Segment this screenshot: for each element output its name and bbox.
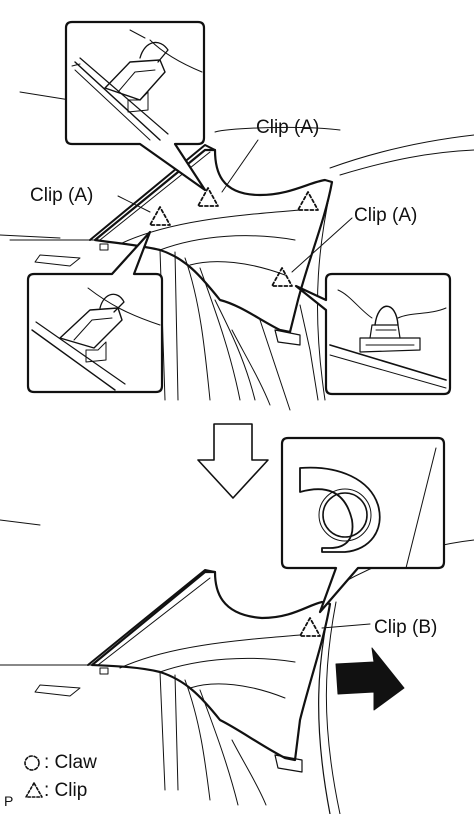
label-clip-a-right: Clip (A) [354,205,418,226]
callout-detail-right [294,272,452,396]
upper-panel-illustration [0,91,474,411]
clip-symbol [297,191,319,211]
legend-symbols [24,755,43,798]
clip-symbol [149,206,171,226]
label-clip-b: Clip (B) [374,617,438,638]
clip-symbols-upper [149,187,319,287]
callout-detail-claw [280,436,446,614]
label-clip-a-left: Clip (A) [30,185,94,206]
clip-symbol [299,617,321,637]
legend-clip: : Clip [44,781,87,800]
callout-detail-left [26,230,164,394]
claw-legend-icon [24,755,40,771]
clip-legend-icon [25,782,43,798]
legend-claw-text: : Claw [44,752,97,773]
legend-clip-text: : Clip [44,780,88,801]
down-arrow-icon [197,423,269,499]
leader-lines [117,139,353,273]
pull-direction-arrow-icon [335,647,405,711]
clip-symbol [271,267,293,287]
leader-line-clip-b [321,623,371,629]
lower-panel-illustration [0,519,474,814]
callout-detail-top [64,20,207,192]
corner-mark: P [4,793,14,809]
legend-claw: : Claw [44,753,97,772]
label-clip-a-top: Clip (A) [256,117,320,138]
clip-symbol [197,187,219,207]
clip-symbols-lower [299,617,321,637]
